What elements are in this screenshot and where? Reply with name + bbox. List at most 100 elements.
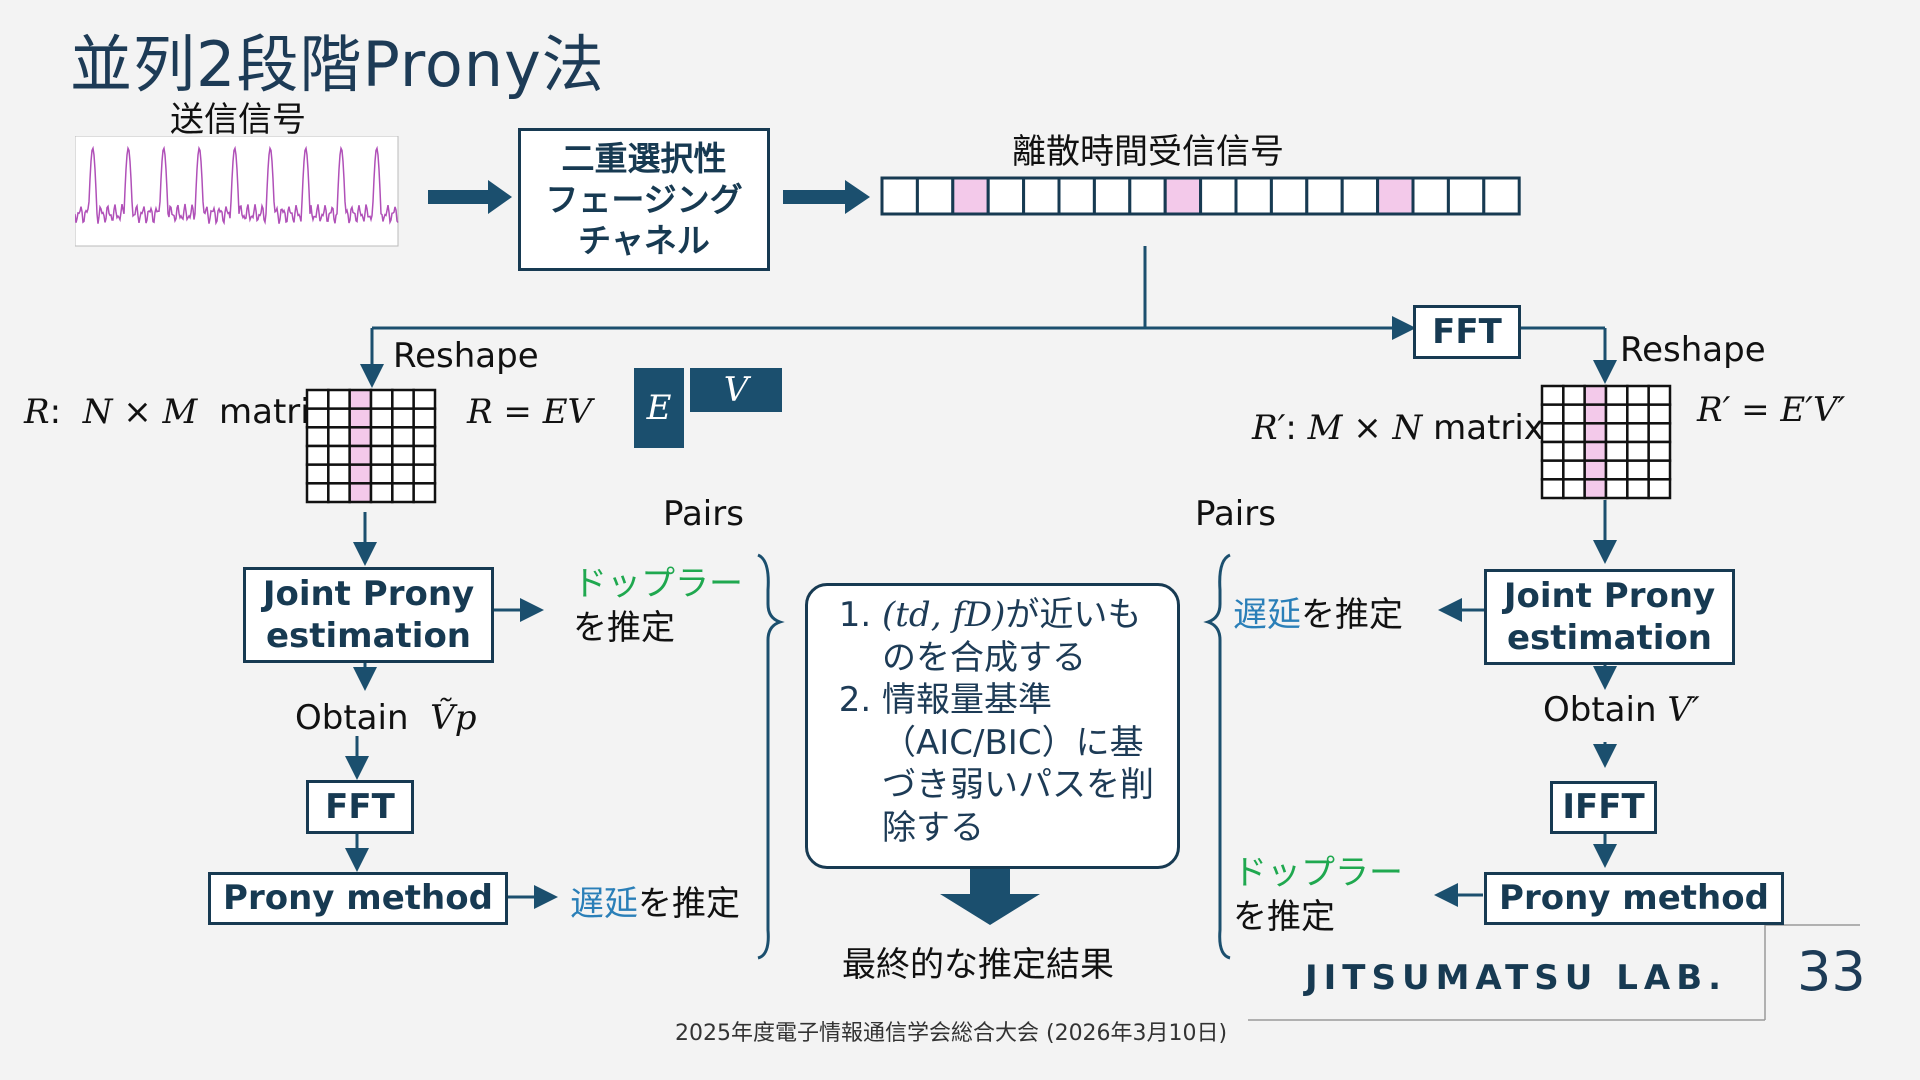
e-matrix-block: E bbox=[634, 368, 684, 448]
matrix-cell bbox=[327, 388, 351, 410]
channel-box: 二重選択性 フェージング チャネル bbox=[518, 128, 770, 271]
matrix-cell bbox=[1604, 459, 1629, 481]
matrix-cell bbox=[327, 463, 351, 485]
matrix-cell bbox=[1626, 440, 1650, 462]
matrix-cell bbox=[348, 482, 373, 504]
matrix-cell bbox=[1604, 478, 1629, 500]
matrix-cell bbox=[1647, 422, 1672, 444]
right-delay-estimate: 遅延を推定 bbox=[1233, 587, 1403, 636]
right-doppler-text: ドップラー bbox=[1233, 853, 1403, 893]
matrix-cell bbox=[1583, 384, 1608, 406]
left-doppler-text: ドップラー bbox=[573, 564, 743, 604]
rx-cell bbox=[1022, 176, 1061, 216]
rx-cell bbox=[1269, 176, 1309, 216]
rx-cell bbox=[1163, 176, 1203, 216]
block-arrow-1 bbox=[428, 180, 512, 214]
rx-cell bbox=[1446, 176, 1486, 216]
rx-cell bbox=[1482, 176, 1521, 216]
rx-cell bbox=[1340, 176, 1380, 216]
rx-cell bbox=[915, 176, 955, 216]
matrix-cell bbox=[412, 482, 437, 504]
matrix-cell bbox=[327, 482, 351, 504]
matrix-cell bbox=[1604, 384, 1629, 406]
matrix-cell bbox=[391, 407, 415, 429]
center-item-1: (td, fD)が近いものを合成する bbox=[882, 594, 1167, 679]
right-obtain-math: V′ bbox=[1667, 690, 1700, 730]
center-item-2-text: 情報量基準（AIC/BIC）に基づき弱いパスを削除する bbox=[882, 680, 1154, 848]
matrix-cell bbox=[369, 482, 394, 504]
matrix-cell bbox=[1562, 440, 1586, 462]
right-obtain-text: Obtain bbox=[1543, 690, 1657, 730]
block-arrow-2 bbox=[783, 180, 870, 214]
right-estimate-text-1: を推定 bbox=[1301, 595, 1403, 635]
matrix-cell bbox=[1540, 440, 1565, 462]
matrix-cell bbox=[1562, 384, 1586, 406]
left-r-equation: R = EV bbox=[467, 392, 593, 432]
rx-cell bbox=[951, 176, 990, 216]
left-matrix-label: R: N × M matrix bbox=[24, 392, 330, 432]
matrix-cell bbox=[1562, 422, 1586, 444]
e-label: E bbox=[646, 388, 672, 428]
footer-conference: 2025年度電子情報通信学会総合大会 (2026年3月10日) bbox=[675, 1021, 1228, 1046]
matrix-cell bbox=[369, 463, 394, 485]
left-obtain-label: Obtain Ṽp bbox=[295, 698, 476, 738]
page-title: 並列2段階Prony法 bbox=[70, 28, 605, 101]
matrix-cell bbox=[327, 407, 351, 429]
tx-signal-label: 送信信号 bbox=[170, 100, 306, 140]
matrix-cell bbox=[391, 426, 415, 448]
rx-cell bbox=[880, 176, 919, 216]
left-pairs-label: Pairs bbox=[663, 494, 744, 534]
left-obtain-math: Ṽp bbox=[430, 698, 477, 738]
matrix-cell bbox=[1647, 384, 1672, 406]
matrix-cell bbox=[1626, 422, 1650, 444]
matrix-cell bbox=[391, 444, 415, 466]
rx-cell bbox=[1057, 176, 1096, 216]
left-prony-method-box: Prony method bbox=[208, 872, 508, 925]
right-matrix-grid bbox=[1540, 384, 1672, 500]
matrix-cell bbox=[1604, 440, 1629, 462]
left-estimate-text-2: を推定 bbox=[638, 884, 740, 924]
matrix-cell bbox=[1604, 422, 1629, 444]
rx-cell bbox=[1411, 176, 1450, 216]
left-matrix-grid bbox=[305, 388, 437, 504]
rx-cell bbox=[1305, 176, 1344, 216]
matrix-cell bbox=[1647, 459, 1672, 481]
rx-signal-label: 離散時間受信信号 bbox=[1012, 132, 1284, 172]
right-ifft-box: IFFT bbox=[1550, 781, 1657, 834]
matrix-cell bbox=[391, 463, 415, 485]
matrix-cell bbox=[1583, 403, 1608, 425]
matrix-cell bbox=[369, 444, 394, 466]
matrix-cell bbox=[412, 444, 437, 466]
center-item-1-text: が近いものを合成する bbox=[882, 595, 1142, 678]
rx-cell bbox=[1199, 176, 1238, 216]
left-delay-text: 遅延 bbox=[570, 884, 638, 924]
right-r-equation: R′ = E′V′ bbox=[1697, 390, 1846, 430]
matrix-cell bbox=[412, 407, 437, 429]
left-delay-estimate: 遅延を推定 bbox=[570, 876, 740, 925]
matrix-cell bbox=[1540, 403, 1565, 425]
right-brace bbox=[1203, 553, 1231, 960]
matrix-cell bbox=[412, 426, 437, 448]
rx-cell bbox=[1128, 176, 1167, 216]
matrix-cell bbox=[348, 426, 373, 448]
matrix-cell bbox=[369, 388, 394, 410]
matrix-cell bbox=[1626, 478, 1650, 500]
matrix-cell bbox=[1583, 422, 1608, 444]
rx-cell bbox=[986, 176, 1026, 216]
rx-signal-array bbox=[880, 176, 1521, 216]
matrix-cell bbox=[348, 444, 373, 466]
matrix-cell bbox=[369, 426, 394, 448]
rx-cell bbox=[1092, 176, 1132, 216]
rx-cell bbox=[1376, 176, 1415, 216]
center-item-2: 情報量基準（AIC/BIC）に基づき弱いパスを削除する bbox=[882, 679, 1167, 849]
left-estimate-text-1: を推定 bbox=[573, 608, 675, 648]
left-joint-prony-box: Joint Prony estimation bbox=[243, 567, 494, 663]
v-label: V bbox=[723, 370, 749, 410]
matrix-cell bbox=[412, 463, 437, 485]
matrix-cell bbox=[1562, 478, 1586, 500]
center-item-1-math: (td, fD) bbox=[882, 595, 1006, 635]
right-obtain-label: Obtain V′ bbox=[1543, 690, 1700, 730]
matrix-cell bbox=[1540, 422, 1565, 444]
matrix-cell bbox=[1647, 478, 1672, 500]
